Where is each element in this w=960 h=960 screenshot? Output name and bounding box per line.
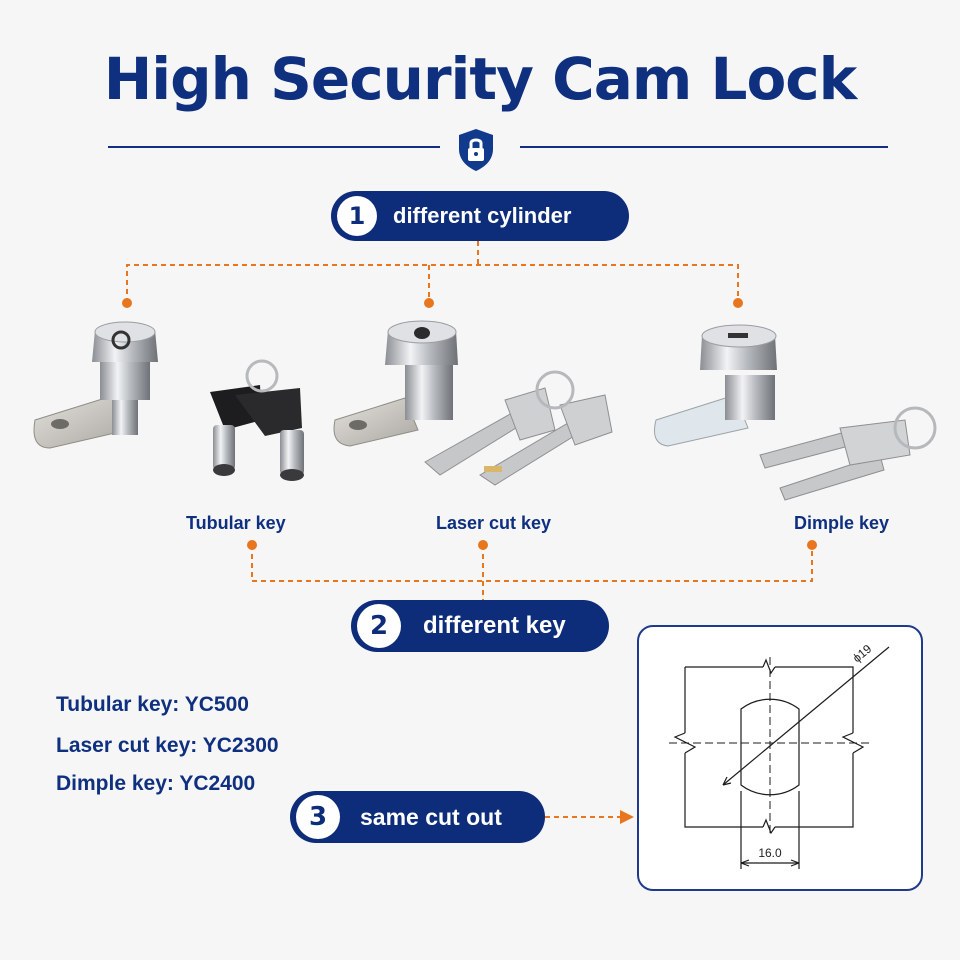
spec-laser: Laser cut key: YC2300 xyxy=(56,734,279,757)
width-dimension-label: 16.0 xyxy=(758,846,782,860)
key-type-label-dimple: Dimple key xyxy=(794,513,890,533)
step-3-number: 3 xyxy=(296,795,340,839)
step-3-pill: 3 same cut out xyxy=(290,791,545,843)
step-1-number: 1 xyxy=(337,196,377,236)
key-type-label-tubular: Tubular key xyxy=(186,513,286,533)
tubular-cam-lock-image xyxy=(33,321,158,449)
step-2-pill: 2 different key xyxy=(351,600,609,652)
padlock-shield-icon xyxy=(459,129,493,171)
title-divider-right xyxy=(520,146,888,148)
laser-cut-keys-image xyxy=(424,370,613,486)
dimple-keys-image xyxy=(759,406,937,501)
step-1-label: different cylinder xyxy=(393,203,572,228)
laser-cut-cam-lock-image xyxy=(333,320,458,447)
step-3-label: same cut out xyxy=(360,803,502,830)
spec-dimple: Dimple key: YC2400 xyxy=(56,772,256,795)
cutout-drawing-card: 16.0 ϕ19 xyxy=(637,625,923,891)
step-2-number: 2 xyxy=(357,604,401,648)
tubular-keys-image xyxy=(210,359,304,481)
key-type-label-laser: Laser cut key xyxy=(436,513,552,533)
title-divider-left xyxy=(108,146,440,148)
spec-tubular: Tubular key: YC500 xyxy=(56,693,249,716)
step-2-label: different key xyxy=(423,612,566,639)
page-title: High Security Cam Lock xyxy=(103,45,858,113)
cutout-drawing: 16.0 ϕ19 xyxy=(669,641,890,869)
dimple-cam-lock-image xyxy=(654,324,777,447)
step-1-pill: 1 different cylinder xyxy=(331,191,629,241)
